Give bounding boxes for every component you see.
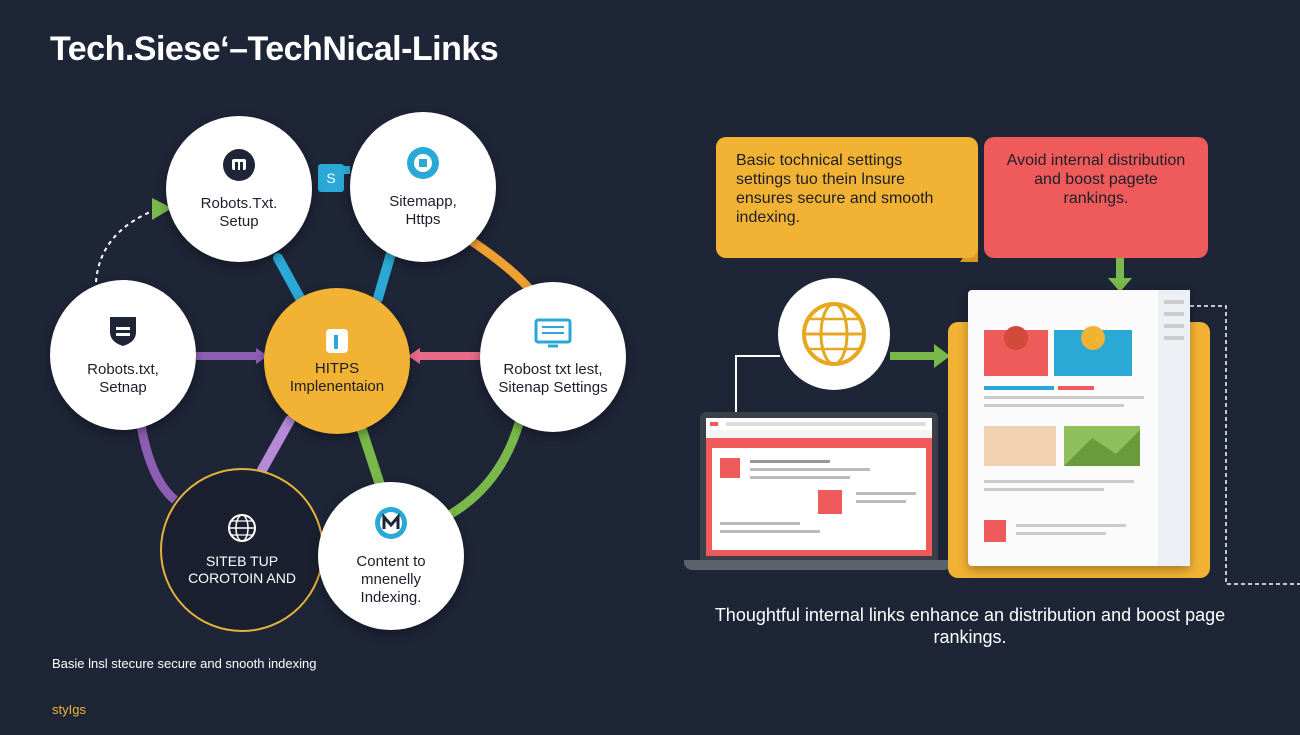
right-caption: Thoughtful internal links enhance an dis… <box>714 605 1226 647</box>
node-label: Robots.txt, Setnap <box>87 360 159 396</box>
lavender-spoke-connector <box>257 415 295 475</box>
globe-circle <box>778 278 890 390</box>
node-label: HITPS Implenentaion <box>289 359 385 395</box>
green-arrow-head <box>152 198 172 220</box>
purple-arc-connector <box>135 419 178 504</box>
green-down-arrow <box>1108 278 1132 292</box>
node-label: Robots.Txt. Setup <box>200 194 278 230</box>
footer-tag: styIgs <box>52 702 86 717</box>
green-right-arrow <box>934 344 950 368</box>
dashed-curve-connector <box>95 207 161 283</box>
shield-icon <box>107 314 139 353</box>
sitemap-icon <box>406 146 440 185</box>
laptop-webpage-graphic <box>706 418 932 556</box>
blue-spoke-connector <box>273 253 305 303</box>
node-label: Content to mnenelly Indexing. <box>356 552 426 606</box>
document-page-graphic <box>984 290 1190 566</box>
robot-icon <box>222 148 256 187</box>
doc-dashed-outline <box>1190 305 1300 585</box>
laptop-base <box>684 560 952 570</box>
node-site-setup: SITEB TUP COROTOIN AND <box>160 468 324 632</box>
info-box-red: Avoid internal distribution and boost pa… <box>984 137 1208 258</box>
node-label: SITEB TUP COROTOIN AND <box>188 553 296 586</box>
laptop-to-globe-line <box>735 355 780 412</box>
green-spoke-connector <box>357 425 385 490</box>
info-box-yellow: Basic tochnical settings settings tuo th… <box>716 137 978 258</box>
node-center-https: HITPS Implenentaion <box>264 288 410 434</box>
node-robots-setup: Robots.Txt. Setup <box>166 116 312 262</box>
node-sitemap-https: Sitemapp, Https <box>350 112 496 262</box>
page-title: Tech.Siese‘–TechNical-Links <box>50 30 499 68</box>
node-content-indexing: Content to mnenelly Indexing. <box>318 482 464 630</box>
laptop-illustration <box>700 412 938 562</box>
https-icon <box>324 327 350 360</box>
globe-icon <box>802 302 866 366</box>
document-illustration <box>968 290 1190 566</box>
footer-note: Basie lnsl stecure secure and snooth ind… <box>52 656 317 671</box>
pink-arrow-head <box>408 348 420 364</box>
node-robots-sitemap: Robots.txt, Setnap <box>50 280 196 430</box>
green-arc-connector <box>437 418 525 525</box>
link-chip: S <box>318 164 344 192</box>
node-label: Sitemapp, Https <box>389 192 457 228</box>
globe-icon <box>227 513 257 547</box>
node-label: Robost txt lest, Sitenap Settings <box>498 360 608 396</box>
blue-spoke-connector-2 <box>373 245 397 303</box>
purple-arrow-head <box>256 348 268 364</box>
monitor-icon <box>534 318 572 353</box>
node-robots-settings: Robost txt lest, Sitenap Settings <box>480 282 626 432</box>
m-badge-icon <box>374 506 408 545</box>
